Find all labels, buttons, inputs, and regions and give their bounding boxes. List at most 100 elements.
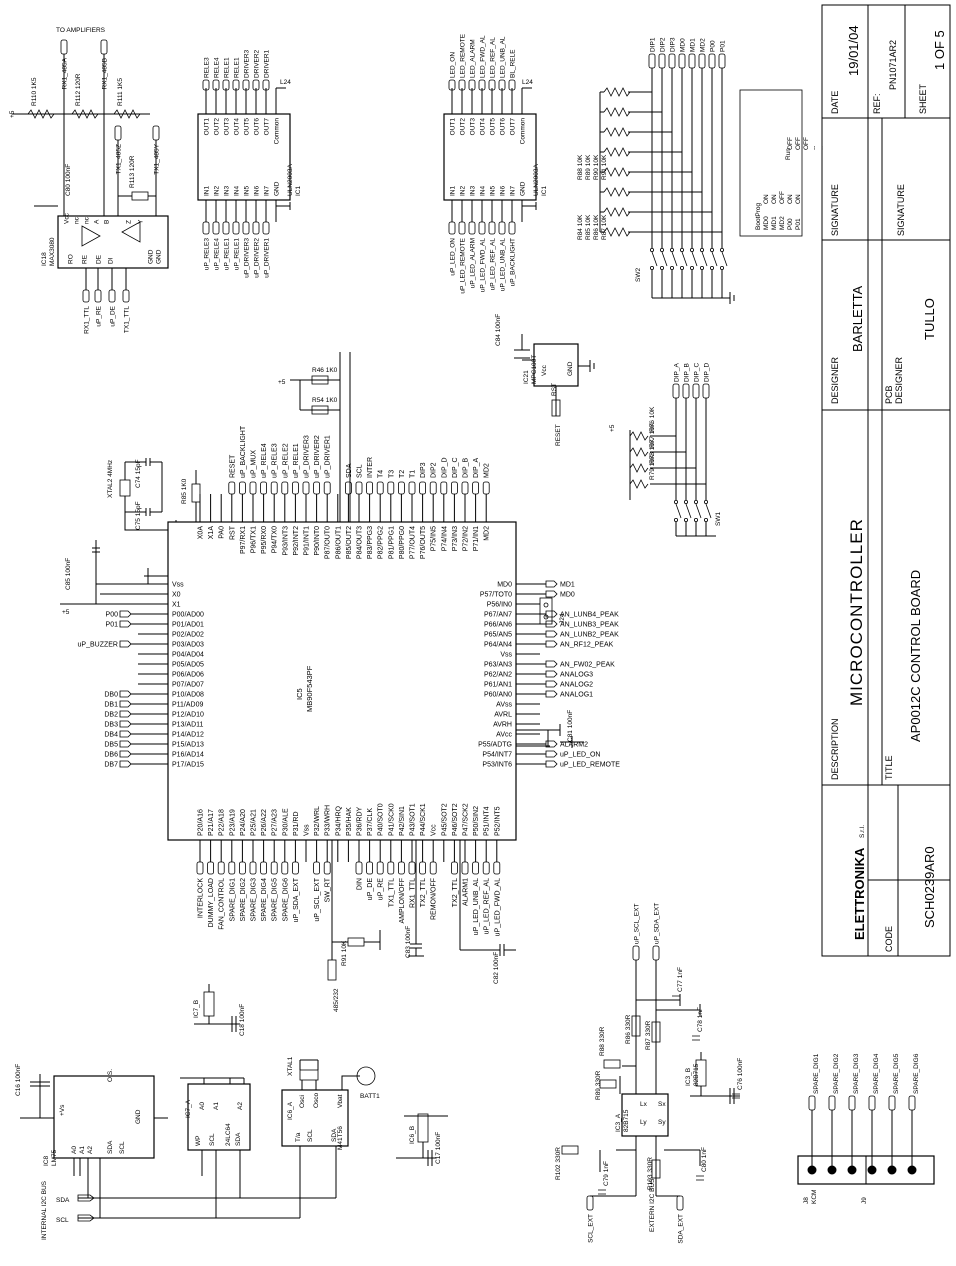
sw2-resistor: R87 10K bbox=[601, 214, 608, 240]
net-flag bbox=[545, 640, 558, 648]
extern-net: uP_SCL_EXT bbox=[634, 904, 641, 944]
connector-pin bbox=[807, 1165, 817, 1175]
rs485-resistor: R113 120R bbox=[129, 155, 136, 188]
ic5-net-top: uP_DRIVER1 bbox=[325, 435, 332, 478]
cap-c82: C82 100nF bbox=[493, 952, 500, 984]
net-flag bbox=[488, 79, 496, 91]
net-flag bbox=[222, 221, 230, 235]
ic5-net-right: ANALOG3 bbox=[560, 672, 593, 679]
net-flag bbox=[242, 221, 250, 235]
uln-net-input: uP_DRIVER2 bbox=[254, 238, 261, 278]
sw2-switches bbox=[650, 247, 735, 304]
ic5-ref: IC5 bbox=[295, 688, 304, 700]
net-flag bbox=[355, 861, 363, 875]
net-flag bbox=[119, 640, 132, 648]
ic5-net-right: ANALOG2 bbox=[560, 682, 593, 689]
ic5-net-bottom: uP_SCL_EXT bbox=[314, 877, 321, 921]
uln-net-output: DRIVER1 bbox=[264, 49, 271, 78]
ic5-pin-bottom: P40/SOT0 bbox=[378, 803, 385, 836]
ic5-pin-bottom: P42/SIN1 bbox=[399, 806, 406, 836]
mpc100t-pin-vcc: Vcc bbox=[541, 364, 548, 376]
internal-scl-label: SCL bbox=[56, 1217, 69, 1224]
ic5-net-bottom: SPARE_DIG1 bbox=[229, 878, 236, 922]
net-flag bbox=[270, 481, 278, 495]
ic5-net-right: AN_FW02_PEAK bbox=[560, 662, 615, 669]
net-flag bbox=[291, 861, 299, 875]
net-flag bbox=[119, 690, 132, 698]
ic6b-ref: IC6_B bbox=[409, 1126, 416, 1144]
connector-net: SPARE_DIG5 bbox=[893, 1053, 900, 1094]
reset-cap: C84 100nF bbox=[495, 314, 502, 346]
ic5-pin-bottom: P34/HRQ bbox=[335, 805, 342, 836]
extern-resistor: R87 330R bbox=[645, 1020, 652, 1050]
sw1-resistor: R76 10K bbox=[649, 406, 656, 432]
ic7b-body bbox=[203, 991, 215, 1017]
net-flag bbox=[848, 1095, 856, 1111]
date-label: DATE bbox=[830, 91, 840, 114]
extern-cap: C79 1nF bbox=[603, 1161, 610, 1186]
net-flag bbox=[429, 481, 437, 495]
uln-left-body bbox=[197, 113, 291, 201]
ic5-net-top: DIP_D bbox=[441, 457, 448, 478]
ic5-pin-right: P55/ADTG bbox=[478, 742, 512, 749]
uln-left-supply: L24 bbox=[280, 79, 291, 86]
uln2003-right: ULN2003A IC1 L24 OUT1LED_ONOUT2LED_REMOT… bbox=[443, 33, 548, 294]
ic7a-pin: SCL bbox=[209, 1133, 216, 1146]
ic5-pin-right: P64/AN4 bbox=[484, 642, 512, 649]
net-flag bbox=[468, 79, 476, 91]
uln-net-output: DRIVER3 bbox=[244, 49, 251, 78]
bootprog-row-name: P01 bbox=[795, 218, 802, 230]
vcc-label-rs485: +5 bbox=[9, 110, 16, 118]
net-flag bbox=[478, 79, 486, 91]
ic5-pin-top: P94/TX0 bbox=[272, 526, 279, 553]
rs485-pin: Z bbox=[126, 220, 133, 224]
net-flag bbox=[458, 79, 466, 91]
net-flag bbox=[281, 481, 289, 495]
extern-resistor: R88 330R bbox=[599, 1026, 606, 1056]
ic5-pin-bottom: P26/A22 bbox=[261, 809, 268, 836]
net-flag bbox=[632, 945, 640, 961]
ic5-pin-bottom: P36/RDY bbox=[357, 806, 364, 836]
ic5-net-top: uP_RELE3 bbox=[272, 443, 279, 478]
company-logo: ELETTRONIKA bbox=[852, 847, 867, 940]
sw1-resistor: R79 10K bbox=[649, 454, 656, 480]
res-r54: R54 1K0 bbox=[312, 397, 338, 404]
net-flag bbox=[868, 1095, 876, 1111]
uln-pin-output: OUT3 bbox=[470, 118, 477, 136]
ic5-pin-bottom: P20/A16 bbox=[198, 809, 205, 836]
ic5-net-top: uP_RELE1 bbox=[293, 443, 300, 478]
ic5-net-top: SDA bbox=[346, 463, 353, 478]
ic5-net-bottom: SPARE_DIG5 bbox=[272, 878, 279, 922]
ic5-pin-bottom: P51/INT4 bbox=[484, 806, 491, 836]
net-flag bbox=[100, 39, 108, 55]
sw2-resistor: R88 10K bbox=[577, 154, 584, 180]
rs485-logic-net: TX1_TTL bbox=[124, 306, 131, 333]
rs485-logic-net: uP_DE bbox=[110, 305, 117, 326]
ic5-net-top: uP_MUX bbox=[251, 450, 258, 478]
uln-pin-input: IN5 bbox=[490, 186, 497, 197]
net-flag bbox=[252, 79, 260, 91]
ic5-pin-bottom: P37/CLK bbox=[367, 808, 374, 836]
ic5-pin-top: P81/PPG1 bbox=[388, 526, 395, 559]
ic5-net-top: DIP_B bbox=[463, 457, 470, 478]
bootprog-row-boot: ON bbox=[787, 194, 794, 204]
extern-cap: C78 1nF bbox=[697, 1007, 704, 1032]
net-flag bbox=[260, 481, 268, 495]
ic5-pin-top: PA0 bbox=[219, 526, 226, 539]
uln-pin-input: IN1 bbox=[204, 186, 211, 197]
net-flag bbox=[648, 53, 656, 69]
ic5-pin-bottom: P50/SIN2 bbox=[473, 806, 480, 836]
ic7a-pin: SDA bbox=[235, 1132, 242, 1146]
net-flag bbox=[448, 79, 456, 91]
to-amplifiers-label: TO AMPLIFIERS bbox=[56, 27, 106, 34]
ic5-net-bottom: INTERLOCK bbox=[198, 878, 205, 918]
net-flag bbox=[238, 861, 246, 875]
ic5-net-bottom: TX1_TTL bbox=[388, 878, 395, 907]
uln2003-left: ULN2003A IC1 L24 OUT1RELE3OUT2RELE4OUT3R… bbox=[197, 49, 302, 278]
ic5-pin-bottom: P52/INT5 bbox=[494, 806, 501, 836]
rs485-pin: RE bbox=[82, 254, 89, 264]
uln-pin-output: OUT6 bbox=[254, 118, 261, 136]
uln-pin-input: IN6 bbox=[254, 186, 261, 197]
